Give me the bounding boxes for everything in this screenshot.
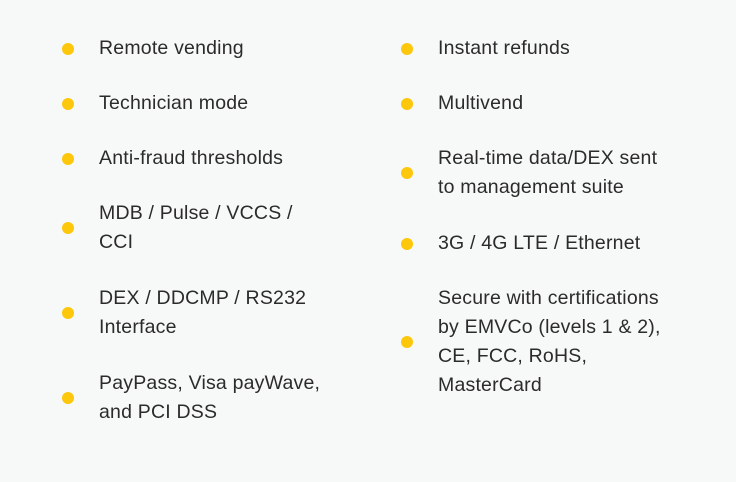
feature-label: Anti-fraud thresholds (99, 147, 284, 169)
feature-label: DEX / DDCMP / RS232 Interface (99, 287, 307, 338)
list-item: 3G / 4G LTE / Ethernet (401, 229, 640, 258)
bullet-icon (62, 222, 74, 234)
feature-label: MDB / Pulse / VCCS / CCI (99, 202, 293, 253)
feature-label: Multivend (438, 92, 524, 114)
list-item: Multivend (401, 89, 523, 118)
bullet-icon (401, 167, 413, 179)
list-item: Secure with certifications by EMVCo (lev… (401, 284, 661, 400)
feature-label: Remote vending (99, 37, 244, 59)
bullet-icon (401, 97, 413, 110)
list-item: Technician mode (62, 89, 248, 118)
feature-label: 3G / 4G LTE / Ethernet (438, 232, 641, 254)
bullet-icon (401, 336, 413, 348)
list-item: Real-time data/DEX sent to management su… (401, 144, 657, 202)
bullet-icon (62, 97, 74, 110)
bullet-icon (62, 392, 74, 404)
list-item: DEX / DDCMP / RS232 Interface (62, 284, 306, 342)
bullet-icon (401, 237, 413, 250)
bullet-icon (401, 42, 413, 55)
bullet-icon (62, 152, 74, 165)
feature-label: Technician mode (99, 92, 249, 114)
bullet-icon (62, 42, 74, 55)
list-item: MDB / Pulse / VCCS / CCI (62, 199, 293, 257)
feature-label: PayPass, Visa payWave, and PCI DSS (99, 372, 321, 423)
list-item: PayPass, Visa payWave, and PCI DSS (62, 369, 320, 427)
list-item: Instant refunds (401, 34, 570, 63)
feature-label: Secure with certifications by EMVCo (lev… (438, 287, 661, 396)
list-item: Anti-fraud thresholds (62, 144, 283, 173)
list-item: Remote vending (62, 34, 244, 63)
feature-label: Real-time data/DEX sent to management su… (438, 147, 658, 198)
feature-label: Instant refunds (438, 37, 570, 59)
bullet-icon (62, 307, 74, 319)
